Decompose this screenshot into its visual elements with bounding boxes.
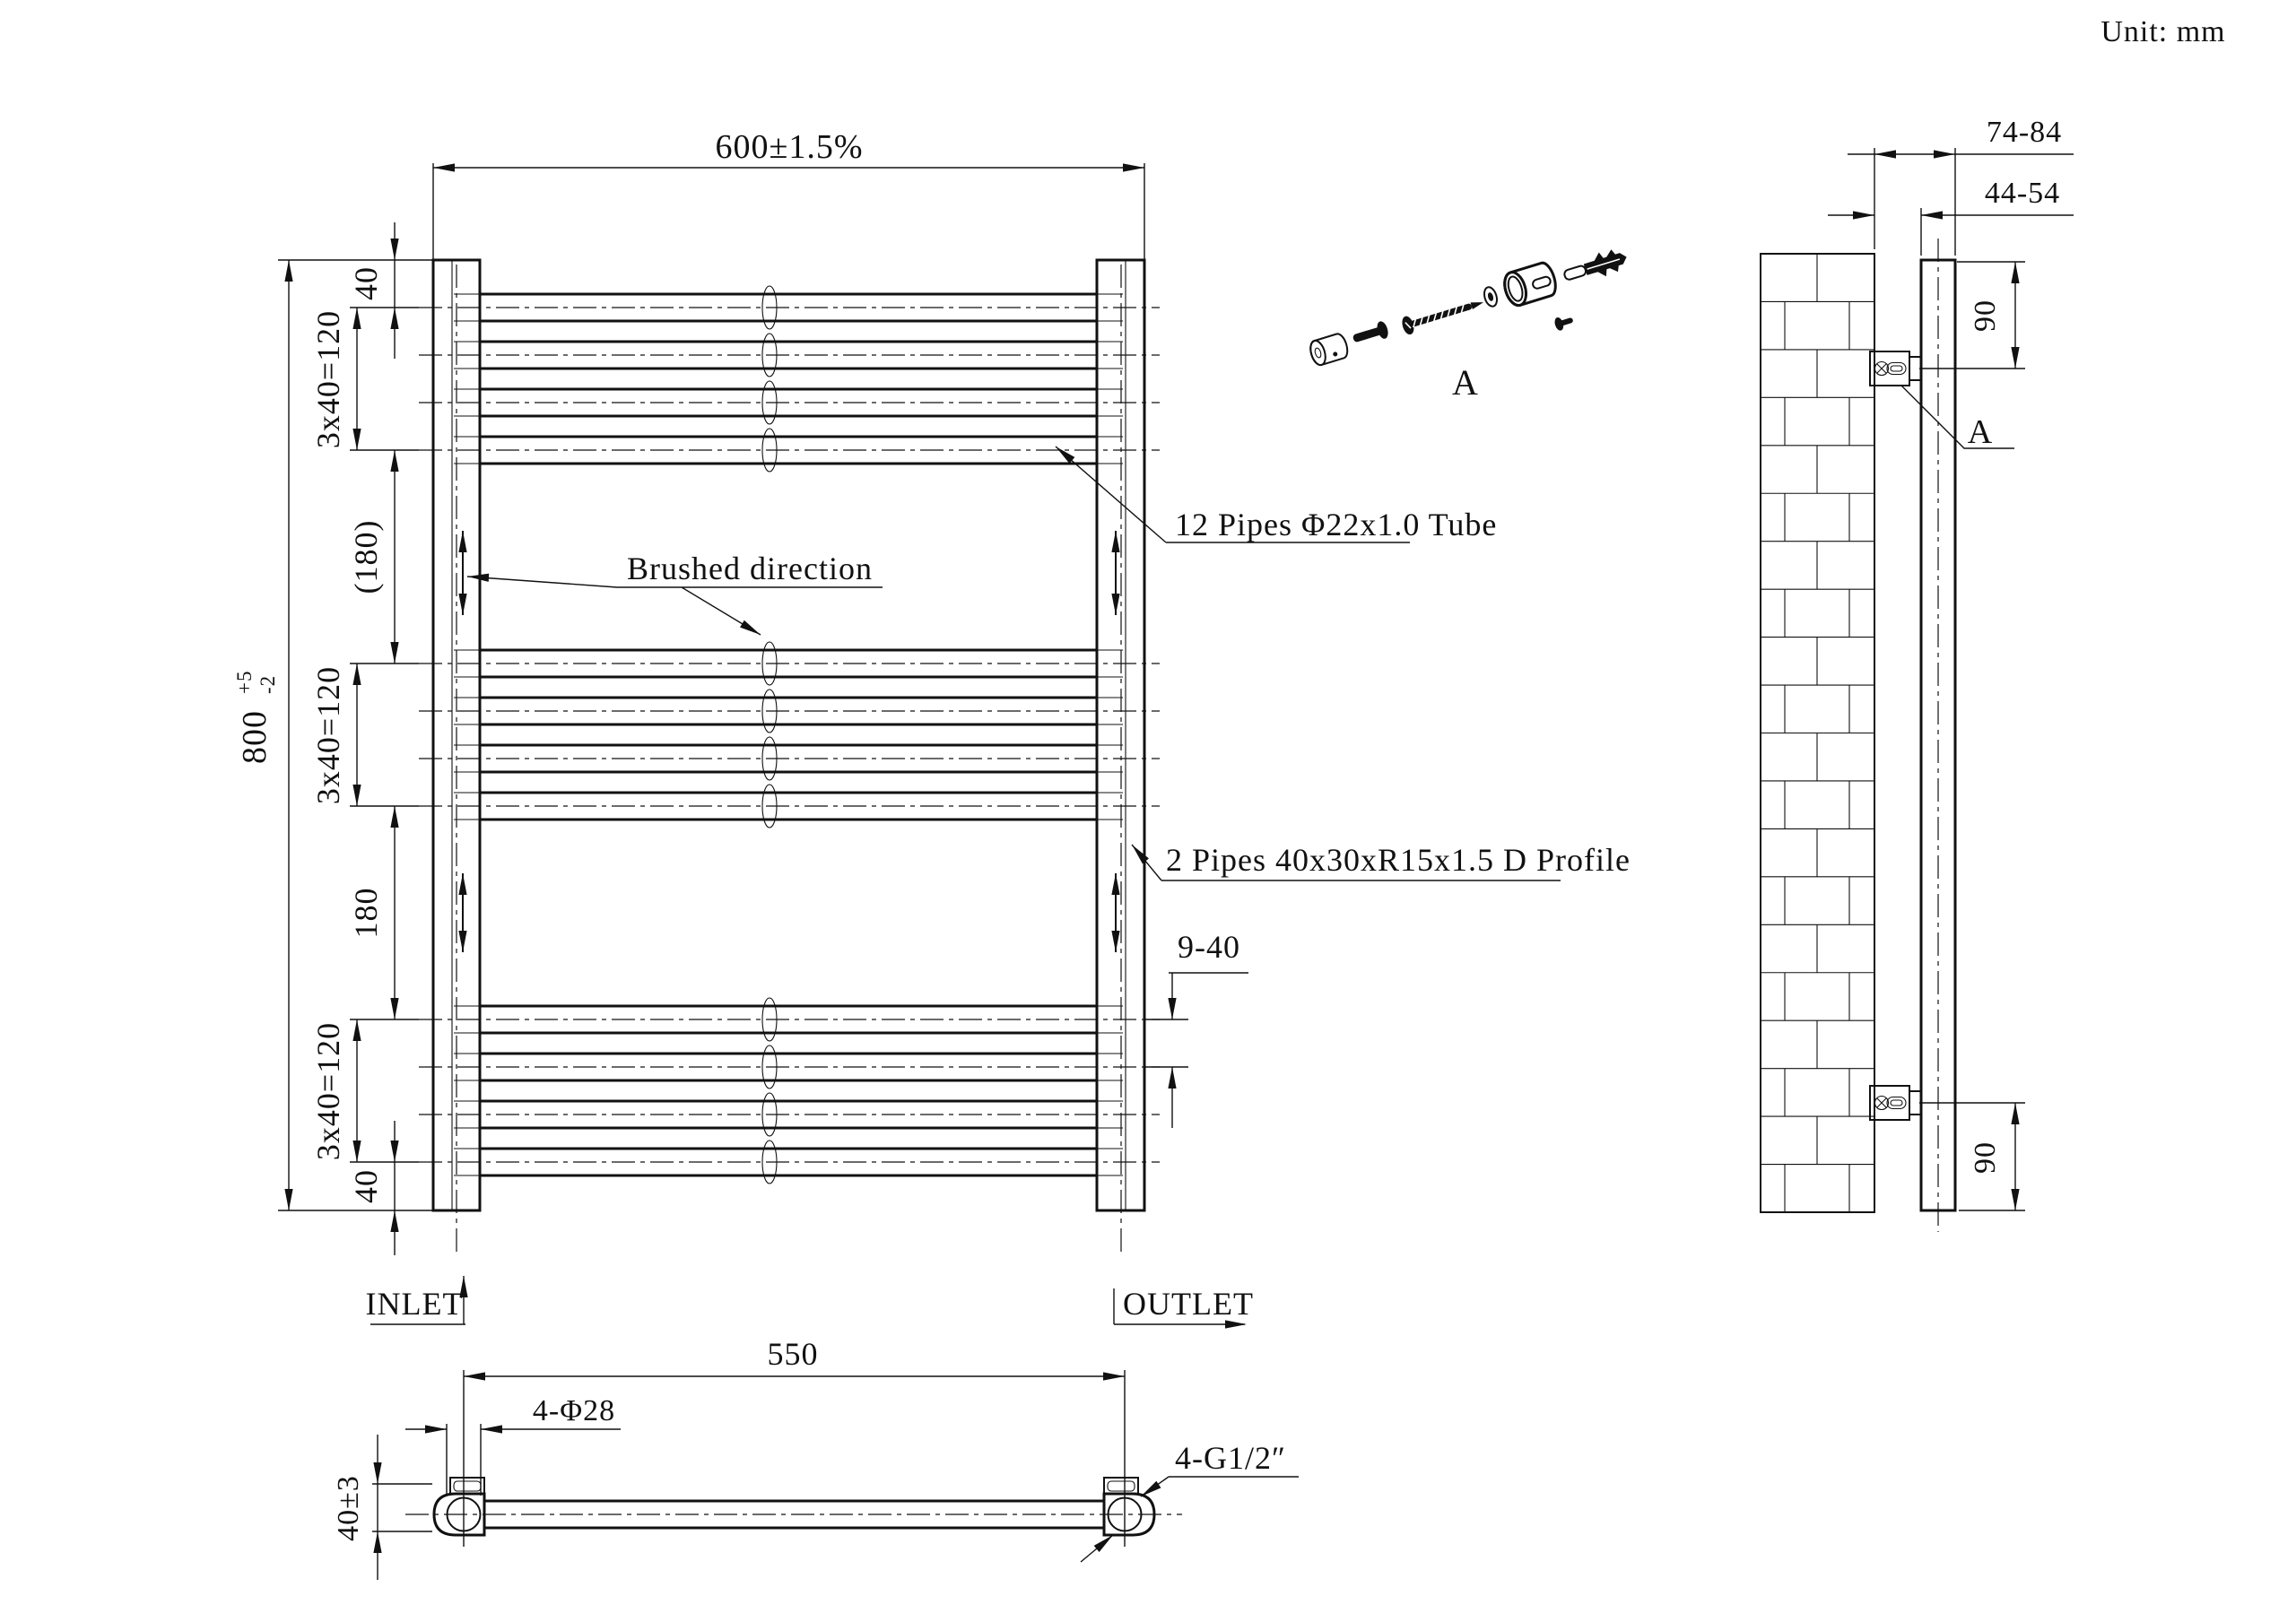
bracket-screw-head [1874,360,1890,377]
bottom-bar-edges [483,1499,1106,1530]
detail-ref-label: A [1968,413,1993,451]
bracket-slot-inner [1890,1099,1903,1106]
inlet-fitting-boss [449,1477,485,1495]
outlet-label: OUTLET [1123,1286,1254,1322]
exploded-detail-ref-label: A [1452,362,1479,403]
thread-spec-label: 4-G1/2″ [1175,1440,1286,1476]
spacer-part [1309,333,1349,367]
unit-note: Unit: mm [2100,15,2225,48]
washer-part [1483,286,1498,308]
svg-text:+5: +5 [233,671,256,694]
outlet-fitting-body [1102,1492,1156,1537]
screw-cross-icon [1876,363,1887,374]
bolt-part [1352,321,1388,343]
bottom-dimension-lines [372,1370,1299,1580]
bracket-body [1869,1085,1910,1121]
dim-height-tol-label: 40±3 [332,1475,365,1541]
brick-hatching [1761,254,1874,1212]
front-dimension-lines [278,163,1561,1325]
dim-gap1-label: (180) [348,520,384,594]
rail-centerlines [456,265,1122,1255]
bracket-screw-head [1874,1095,1890,1111]
outlet-fitting-boss [1103,1477,1139,1495]
dim-outer-label: 74-84 [1987,116,2062,149]
front-view: 600±1.5% 800 +5 -2 40 3x40=120 (180) 3x4… [233,128,1631,1325]
bracket-body [1869,351,1910,386]
dim-height-label: 800 +5 -2 [233,671,279,764]
dim-group1-label: 3x40=120 [310,310,346,448]
dim-holes-label: 4-Φ28 [533,1394,615,1427]
dimension-arrowheads [284,150,2020,1553]
dim-bracket-bottom-label: 90 [1969,1141,2002,1174]
brushed-direction-arrows [462,531,1117,952]
dim-bracket-top-label: 90 [1969,299,2002,332]
dim-top-offset-label: 40 [348,266,384,300]
wall-bracket-top [1869,351,1922,386]
dim-bottom-offset-label: 40 [348,1169,384,1203]
long-screw-part [1402,302,1484,335]
inlet-label: INLET [366,1286,464,1322]
exploded-view: A [1309,249,1627,403]
dim-inner-label: 44-54 [1985,177,2060,210]
bottom-view: 550 4-Φ28 40±3 4-G1/2″ [332,1336,1299,1580]
tube-array [350,285,1160,1184]
outlet-fitting-boss-inner [1107,1480,1135,1492]
wall-bracket-bottom [1869,1085,1922,1121]
housing-part [1503,261,1557,308]
tubes-note-label: 12 Pipes Φ22x1.0 Tube [1175,507,1497,542]
wall-anchor-part [1563,249,1627,281]
inlet-fitting-boss-inner [453,1480,482,1492]
bracket-slot [1886,361,1907,376]
brushed-direction-label: Brushed direction [627,551,873,586]
rail-tangent-lines [451,260,1126,1210]
dim-gap2-label: 180 [348,888,384,939]
screw-cross-icon [1876,1097,1887,1108]
dim-width-label: 600±1.5% [715,128,863,166]
dim-span-label: 550 [768,1336,819,1372]
dim-pitch-label: 9-40 [1178,929,1240,965]
dim-group2-label: 3x40=120 [310,666,346,804]
bracket-slot [1886,1096,1907,1110]
dim-group3-label: 3x40=120 [310,1022,346,1160]
small-screw-part [1554,317,1573,331]
bracket-slot-inner [1890,365,1903,372]
svg-text:-2: -2 [257,675,279,694]
side-view: 74-84 44-54 90 90 A [1760,116,2074,1232]
side-dimension-lines [1828,148,2074,1211]
svg-text:800: 800 [236,710,274,764]
profile-note-label: 2 Pipes 40x30xR15x1.5 D Profile [1166,842,1631,878]
